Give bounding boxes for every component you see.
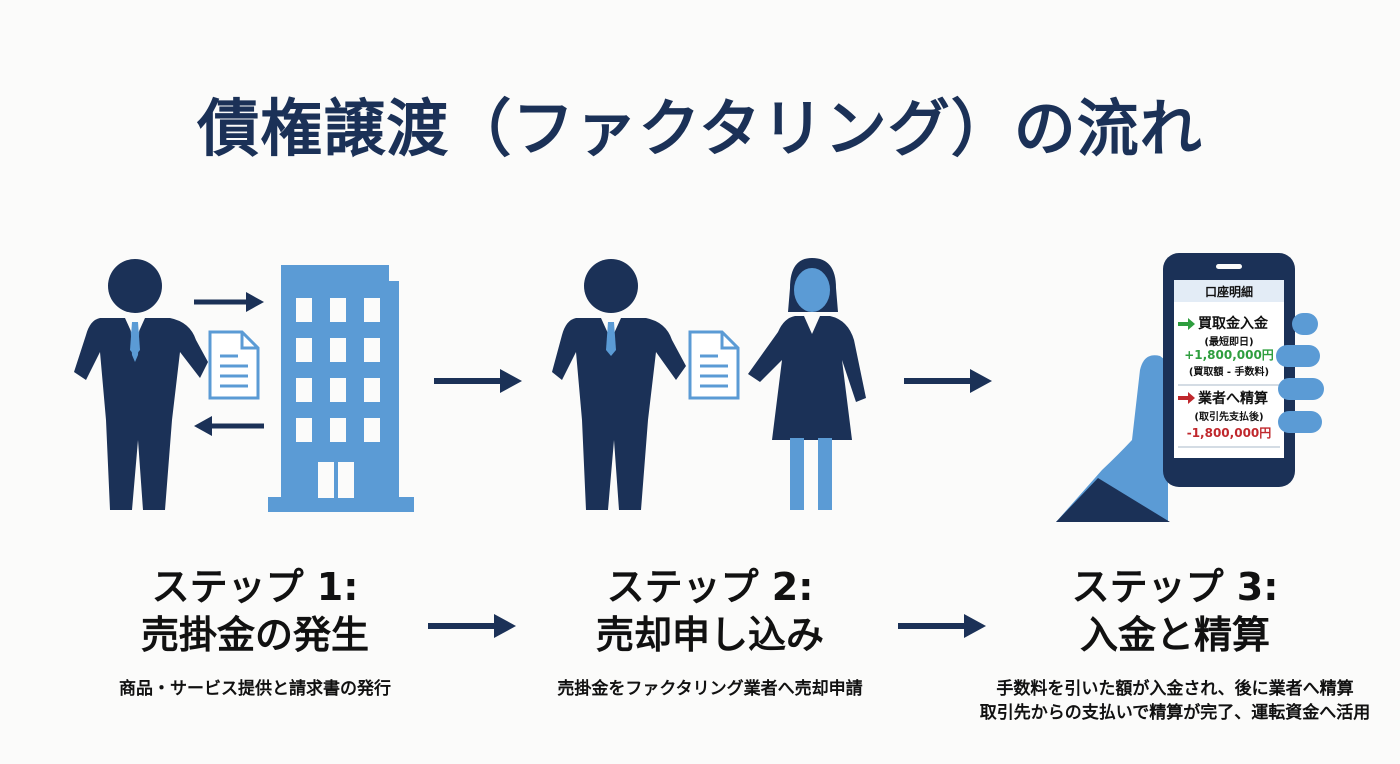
building-icon (268, 265, 414, 512)
entry1-label: 買取金入金 (1198, 316, 1268, 332)
hand-icon (1056, 355, 1170, 522)
flow-arrow-3-icon (428, 614, 516, 638)
entry2-label: 業者へ精算 (1198, 391, 1268, 407)
step-2-title: ステップ 2: 売却申し込み (550, 563, 870, 659)
arrow-right-icon (194, 292, 264, 312)
step-3-title: ステップ 3: 入金と精算 (1015, 563, 1335, 659)
step-3-description-line-1: 手数料を引いた額が入金され、後に業者へ精算 (996, 679, 1354, 699)
step-1-title: ステップ 1: 売掛金の発生 (95, 563, 415, 659)
step-3-heading: ステップ 3: (1071, 565, 1279, 609)
entry1-note: (最短即日) (1204, 337, 1254, 348)
step-3-subheading: 入金と精算 (1079, 613, 1270, 657)
flow-arrow-4-icon (898, 614, 986, 638)
fingers-icon (1276, 313, 1324, 433)
entry1-detail: (買取額 - 手数料) (1188, 367, 1270, 378)
phone-header: 口座明細 (1204, 285, 1253, 299)
step-1-heading: ステップ 1: (151, 565, 359, 609)
step-2-subheading: 売却申し込み (595, 613, 824, 657)
document-icon-2 (688, 330, 740, 400)
entry2-note: (取引先支払後) (1194, 412, 1264, 423)
step-2-description: 売掛金をファクタリング業者へ売却申請 (557, 679, 863, 699)
arrow-left-icon (194, 416, 264, 436)
page-title: 債権譲渡（ファクタリング）の流れ (197, 92, 1203, 165)
flow-arrow-1-icon (434, 369, 522, 393)
step-1-subheading: 売掛金の発生 (140, 613, 369, 657)
businesswoman-icon (748, 258, 866, 510)
flow-arrow-2-icon (904, 369, 992, 393)
step-2-heading: ステップ 2: (606, 565, 814, 609)
businessman-icon-1 (74, 259, 208, 510)
step-3-description: 手数料を引いた額が入金され、後に業者へ精算 取引先からの支払いで精算が完了、運転… (960, 677, 1390, 725)
smartphone-icon (1163, 253, 1295, 487)
step-3-description-line-2: 取引先からの支払いで精算が完了、運転資金へ活用 (979, 703, 1371, 723)
document-icon-1 (208, 330, 260, 400)
entry1-amount: +1,800,000円 (1184, 348, 1274, 362)
step-1-description: 商品・サービス提供と請求書の発行 (119, 679, 391, 699)
businessman-icon-2 (552, 259, 686, 510)
entry2-amount: -1,800,000円 (1186, 426, 1272, 440)
